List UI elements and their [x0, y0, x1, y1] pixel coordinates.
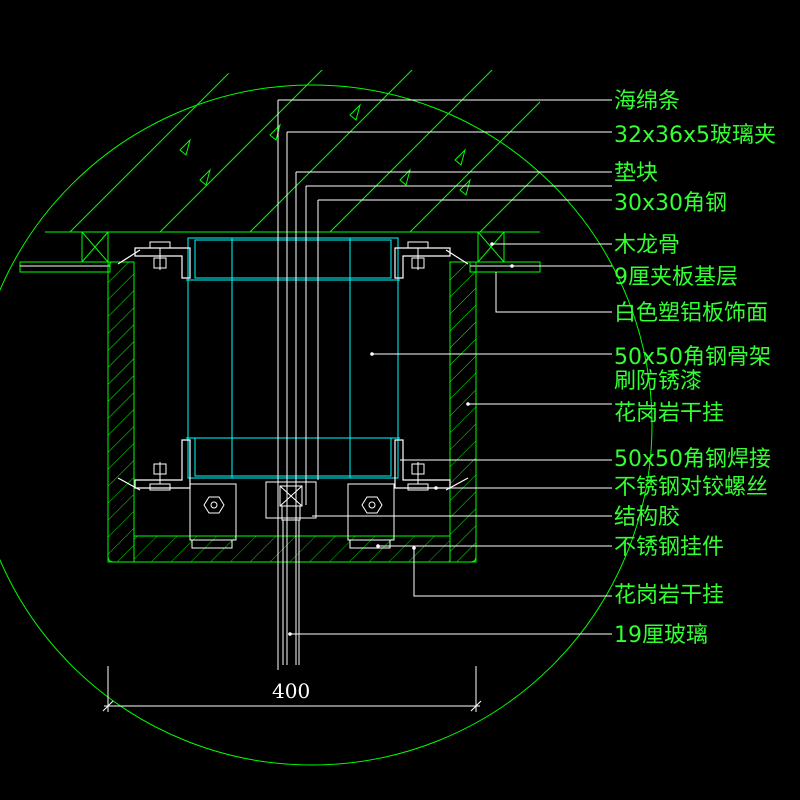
- detail-circle: [0, 84, 653, 766]
- label-plywood-base: 9厘夹板基层: [614, 265, 738, 290]
- label-ss-hanger: 不锈钢挂件: [614, 535, 724, 560]
- label-ss-bolt: 不锈钢对铰螺丝: [614, 475, 768, 500]
- label-antirust: 刷防锈漆: [614, 369, 702, 394]
- label-frame-50: 50x50角钢骨架: [614, 345, 771, 370]
- leader-dots: [288, 242, 514, 636]
- label-granite-lower: 花岗岩干挂: [614, 583, 724, 608]
- label-angle-30: 30x30角钢: [614, 191, 727, 216]
- leader-lines: [278, 99, 612, 635]
- ceiling-slab: [45, 70, 540, 233]
- label-spacer-block: 垫块: [614, 161, 658, 186]
- label-aluminum-finish: 白色塑铝板饰面: [614, 301, 768, 326]
- leader-risers: [277, 100, 319, 670]
- label-wood-keel: 木龙骨: [614, 233, 680, 258]
- granite-cladding: [107, 261, 477, 563]
- glass-clamp: [265, 481, 317, 521]
- glass-19mm: [282, 520, 300, 665]
- dimension-400: [102, 666, 482, 712]
- dimension-text: 400: [272, 679, 310, 703]
- wood-keels: [81, 231, 505, 263]
- label-struct-glue: 结构胶: [614, 505, 680, 530]
- label-glass-clamp: 32x36x5玻璃夹: [614, 123, 776, 148]
- label-glass-19: 19厘玻璃: [614, 623, 708, 648]
- stainless-hangers: [189, 483, 395, 549]
- angle-brackets: [117, 247, 469, 491]
- label-weld-50: 50x50角钢焊接: [614, 447, 771, 472]
- callout-labels: 海绵条 32x36x5玻璃夹 垫块 30x30角钢 木龙骨 9厘夹板基层 白色塑…: [614, 89, 776, 648]
- label-granite-upper: 花岗岩干挂: [614, 401, 724, 426]
- label-sponge-strip: 海绵条: [614, 89, 680, 114]
- bolts: [149, 241, 429, 491]
- steel-frame: [186, 237, 400, 479]
